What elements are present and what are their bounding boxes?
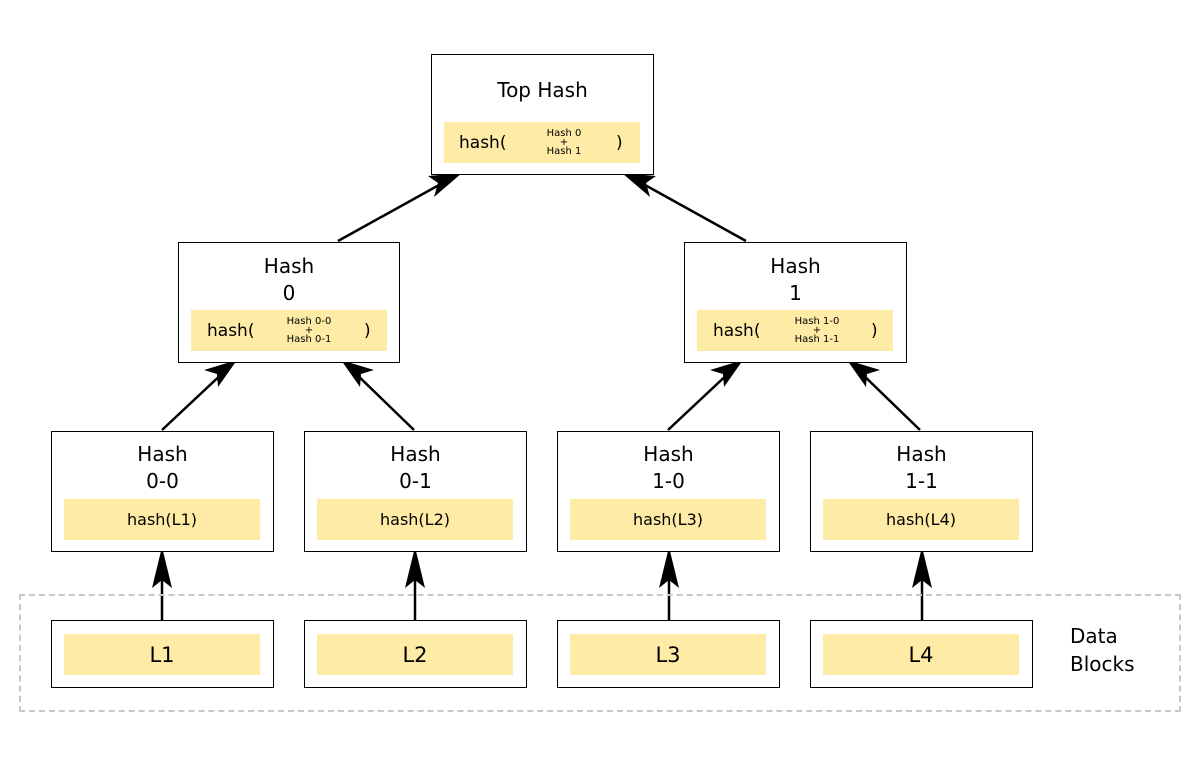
operand-hash-0: Hash 0	[546, 128, 582, 139]
top-hash-node: Top Hash hash( Hash 0 + Hash 1 )	[431, 54, 654, 175]
hash-0-title-line2: 0	[282, 281, 296, 305]
arrow-hash11-to-hash1	[847, 360, 921, 431]
data-blocks-label-line2: Blocks	[1070, 652, 1135, 676]
data-block-l2-label: L2	[402, 642, 428, 667]
hash-1-node: Hash 1 hash( Hash 1-0 + Hash 1-1 )	[684, 242, 907, 363]
data-block-l4-label: L4	[908, 642, 934, 667]
formula-hash-fn: hash(	[713, 320, 761, 341]
operand-hash-0-0: Hash 0-0	[286, 316, 332, 327]
arrow-hash1-to-top	[622, 173, 747, 243]
data-block-l3: L3	[557, 620, 780, 688]
hash-0-1-node: Hash 0-1 hash(L2)	[304, 431, 527, 552]
hash-1-0-title-line2: 1-0	[652, 469, 685, 493]
hash-0-formula: hash( Hash 0-0 + Hash 0-1 )	[191, 310, 387, 351]
formula-hash-l3: hash(L3)	[633, 510, 703, 529]
arrow-hash00-to-hash0	[161, 360, 237, 431]
hash-1-0-formula: hash(L3)	[570, 499, 766, 540]
arrow-hash0-to-top	[337, 173, 462, 243]
data-block-l1-label: L1	[149, 642, 175, 667]
data-blocks-label: Data Blocks	[1070, 622, 1135, 678]
data-block-l3-fill: L3	[570, 634, 766, 675]
hash-0-0-title-line1: Hash	[137, 442, 188, 466]
data-blocks-label-line1: Data	[1070, 624, 1118, 648]
hash-1-1-node: Hash 1-1 hash(L4)	[810, 431, 1033, 552]
hash-0-1-formula: hash(L2)	[317, 499, 513, 540]
hash-1-formula: hash( Hash 1-0 + Hash 1-1 )	[697, 310, 893, 351]
data-block-l2-fill: L2	[317, 634, 513, 675]
hash-0-node: Hash 0 hash( Hash 0-0 + Hash 0-1 )	[178, 242, 400, 363]
hash-0-0-node: Hash 0-0 hash(L1)	[51, 431, 274, 552]
data-block-l1: L1	[51, 620, 274, 688]
hash-0-title-line1: Hash	[263, 254, 315, 278]
hash-1-0-node: Hash 1-0 hash(L3)	[557, 431, 780, 552]
operand-hash-1-0: Hash 1-0	[794, 316, 840, 327]
operand-hash-1: Hash 1	[546, 146, 582, 157]
hash-1-title-line1: Hash	[770, 254, 821, 278]
hash-1-0-title-line1: Hash	[643, 442, 694, 466]
formula-hash-l2: hash(L2)	[380, 510, 450, 529]
formula-hash-fn: hash(	[207, 320, 255, 341]
hash-0-1-title-line1: Hash	[390, 442, 441, 466]
data-block-l4-fill: L4	[823, 634, 1019, 675]
formula-hash-l1: hash(L1)	[127, 510, 197, 529]
hash-0-0-title-line2: 0-0	[146, 469, 179, 493]
formula-close-paren: )	[871, 320, 878, 341]
hash-1-1-formula: hash(L4)	[823, 499, 1019, 540]
operand-plus: +	[304, 325, 314, 336]
hash-0-0-formula: hash(L1)	[64, 499, 260, 540]
formula-close-paren: )	[364, 320, 371, 341]
operand-plus: +	[559, 137, 569, 148]
formula-operands: Hash 1-0 + Hash 1-1	[787, 310, 847, 351]
data-block-l1-fill: L1	[64, 634, 260, 675]
formula-operands: Hash 0-0 + Hash 0-1	[279, 310, 339, 351]
operand-hash-0-1: Hash 0-1	[286, 334, 332, 345]
data-blocks-region	[19, 594, 1181, 712]
formula-close-paren: )	[616, 132, 623, 153]
operand-plus: +	[812, 325, 822, 336]
data-block-l3-label: L3	[655, 642, 681, 667]
formula-operands: Hash 0 + Hash 1	[540, 122, 588, 163]
operand-hash-1-1: Hash 1-1	[794, 334, 840, 345]
hash-1-title-line2: 1	[789, 281, 802, 305]
arrow-hash01-to-hash0	[341, 360, 415, 431]
arrow-hash10-to-hash1	[667, 360, 743, 431]
formula-hash-l4: hash(L4)	[886, 510, 956, 529]
data-block-l2: L2	[304, 620, 527, 688]
hash-1-1-title-line1: Hash	[896, 442, 947, 466]
data-block-l4: L4	[810, 620, 1033, 688]
hash-0-1-title-line2: 0-1	[399, 469, 432, 493]
top-hash-formula: hash( Hash 0 + Hash 1 )	[444, 122, 640, 163]
top-hash-title: Top Hash	[497, 78, 588, 102]
formula-hash-fn: hash(	[459, 132, 507, 153]
hash-1-1-title-line2: 1-1	[905, 469, 938, 493]
